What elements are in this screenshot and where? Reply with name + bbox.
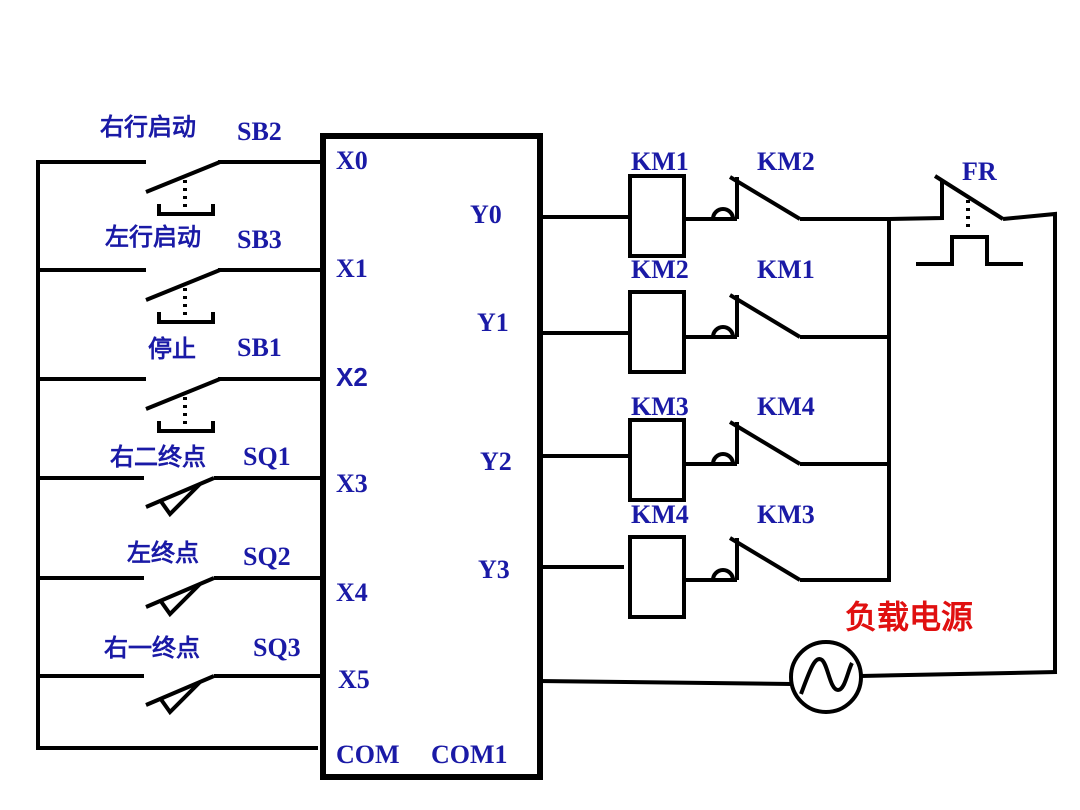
coil-label-km1: KM1	[631, 147, 689, 176]
terminal-x4: X4	[336, 578, 368, 607]
input-device-x0: SB2	[237, 117, 282, 146]
coil-label-km4: KM4	[631, 500, 689, 529]
ac-power-source-icon	[789, 640, 863, 714]
input-device-x5: SQ3	[253, 633, 301, 662]
input-row-x0: 右行启动 SB2 X0	[38, 113, 368, 216]
coil-label-km3: KM3	[631, 392, 689, 421]
interlock-hook-icon	[711, 325, 735, 338]
coil-km1	[628, 174, 686, 258]
coil-km3	[628, 418, 686, 502]
input-row-x1: 左行启动 SB3 X1	[38, 223, 368, 324]
pushbutton-contact-sb1	[145, 377, 221, 411]
terminal-x1: X1	[336, 254, 368, 283]
limit-switch-contact-sq2	[145, 576, 215, 609]
interlock-hook-icon	[711, 452, 735, 465]
input-row-x4: 左终点 SQ2 X4	[38, 539, 368, 618]
input-device-x2: SB1	[237, 333, 282, 362]
input-row-x3: 右二终点 SQ1 X3	[38, 442, 368, 518]
coil-label-km2: KM2	[631, 255, 689, 284]
interlock-label-km4: KM4	[757, 392, 815, 421]
fr-label: FR	[962, 157, 997, 186]
terminal-y2: Y2	[480, 447, 512, 476]
terminal-com: COM	[336, 740, 400, 769]
pushbutton-contact-sb2	[145, 160, 221, 194]
output-row-y3: KM4 KM3	[540, 500, 890, 619]
input-row-x5: 右一终点 SQ3 X5	[38, 633, 370, 716]
terminal-com1: COM1	[431, 740, 508, 769]
thermal-element-icon	[916, 235, 1023, 266]
input-label-x2: 停止	[148, 335, 196, 363]
input-row-x2: 停止 SB1 X2	[38, 333, 368, 433]
limit-switch-contact-sq3	[145, 674, 215, 707]
terminal-y3: Y3	[478, 555, 510, 584]
interlock-label-km2: KM2	[757, 147, 815, 176]
input-label-x5: 右一终点	[104, 634, 200, 662]
pushbutton-contact-sb3	[145, 268, 221, 302]
output-row-y2: KM3 KM4	[540, 392, 890, 502]
coil-km2	[628, 290, 686, 374]
overload-relay-fr: FR	[886, 157, 1057, 674]
terminal-y0: Y0	[470, 200, 502, 229]
input-label-x4: 左终点	[127, 539, 199, 567]
output-row-y1: KM2 KM1	[540, 255, 890, 374]
terminal-y1: Y1	[477, 308, 509, 337]
interlock-label-km3: KM3	[757, 500, 815, 529]
nc-contact-km2	[728, 175, 802, 221]
fr-contact	[933, 174, 1005, 221]
input-device-x1: SB3	[237, 225, 282, 254]
input-label-x1: 左行启动	[105, 223, 201, 251]
interlock-hook-icon	[711, 207, 735, 220]
input-label-x0: 右行启动	[100, 113, 196, 141]
com1-wire	[537, 679, 793, 686]
input-device-x3: SQ1	[243, 442, 291, 471]
input-device-x4: SQ2	[243, 542, 291, 571]
input-label-x3: 右二终点	[110, 443, 206, 471]
interlock-hook-icon	[711, 568, 735, 581]
terminal-x5: X5	[338, 665, 370, 694]
terminal-x3: X3	[336, 469, 368, 498]
terminal-x2: X2	[336, 362, 368, 392]
nc-contact-km4	[728, 420, 802, 466]
nc-contact-km1	[728, 293, 802, 339]
coil-km4	[628, 535, 686, 619]
terminal-x0: X0	[336, 146, 368, 175]
nc-contact-km3	[728, 536, 802, 582]
limit-switch-contact-sq1	[145, 476, 215, 509]
output-row-y0: KM1 KM2	[540, 147, 890, 258]
interlock-label-km1: KM1	[757, 255, 815, 284]
load-power-label: 负载电源	[845, 598, 973, 636]
